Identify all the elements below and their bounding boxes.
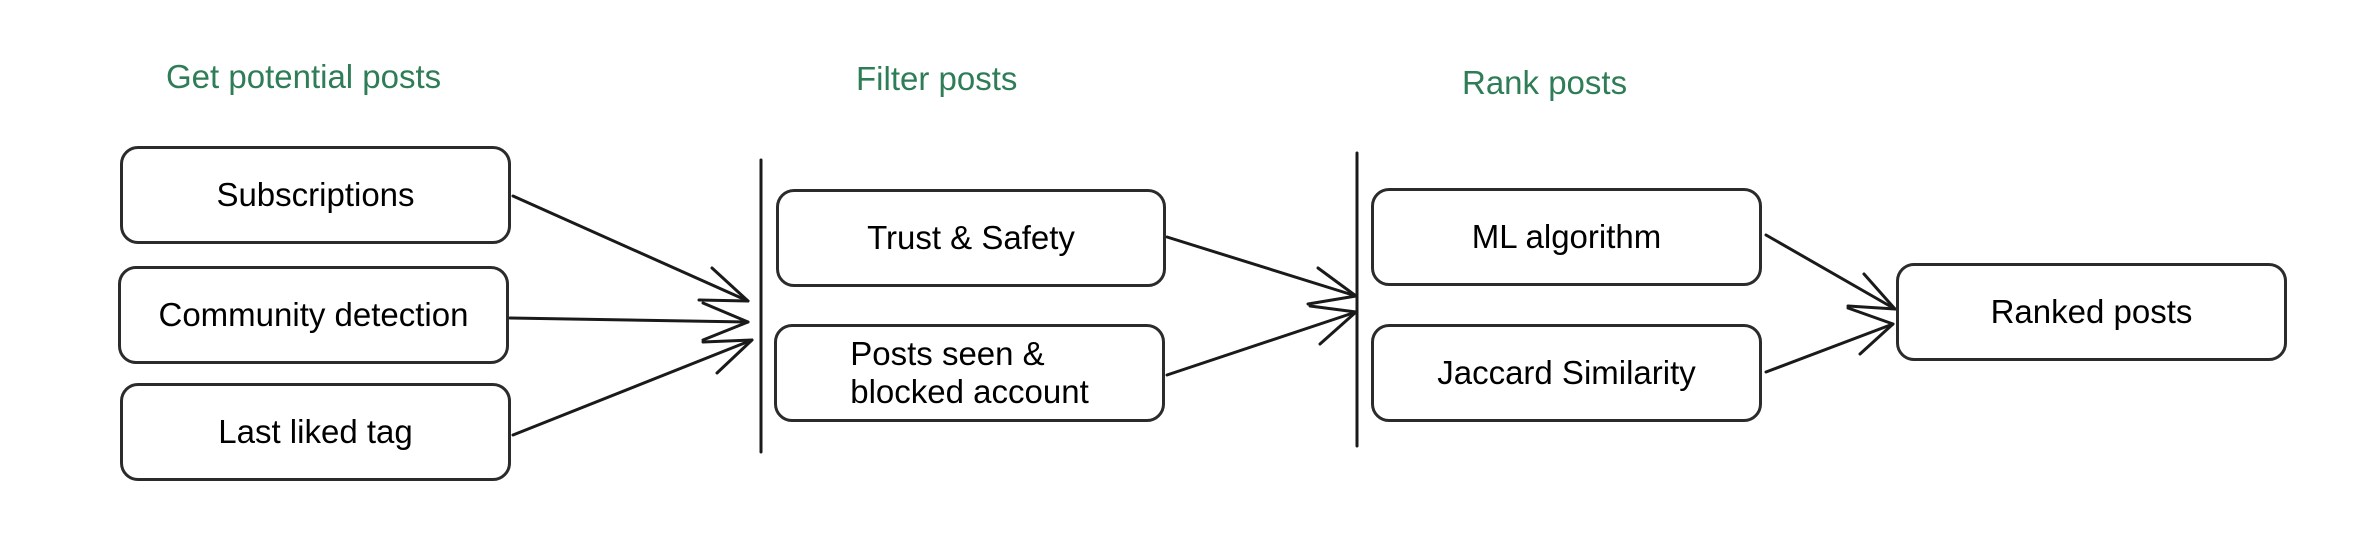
arrow-jaccard-similarity xyxy=(1764,322,1895,374)
jaccard-similarity-box: Jaccard Similarity xyxy=(1371,324,1762,422)
trust-safety-box: Trust & Safety xyxy=(776,189,1166,287)
posts-seen-blocked-label: Posts seen & blocked account xyxy=(850,335,1089,410)
community-detection-label: Community detection xyxy=(158,296,469,334)
arrowhead-trust-safety xyxy=(1306,266,1358,306)
arrowhead-subscriptions xyxy=(697,266,750,303)
arrowhead-last-liked-tag xyxy=(701,338,754,375)
arrowhead-ml-algorithm xyxy=(1846,272,1897,311)
arrowhead-community-detection xyxy=(701,301,750,342)
arrowhead-jaccard-similarity xyxy=(1846,306,1895,356)
arrow-last-liked-tag xyxy=(511,338,754,437)
stage-title-get-potential-posts: Get potential posts xyxy=(166,58,442,95)
arrow-trust-safety xyxy=(1165,235,1358,298)
jaccard-similarity-label: Jaccard Similarity xyxy=(1437,354,1696,392)
trust-safety-label: Trust & Safety xyxy=(867,219,1075,257)
last-liked-tag-box: Last liked tag xyxy=(120,383,511,481)
arrow-community-detection xyxy=(508,316,750,324)
ranked-posts-box: Ranked posts xyxy=(1896,263,2287,361)
arrow-ml-algorithm xyxy=(1764,233,1897,311)
stage-title-filter-posts: Filter posts xyxy=(856,60,1018,97)
posts-seen-blocked-box: Posts seen & blocked account xyxy=(774,324,1165,422)
arrow-posts-seen-blocked xyxy=(1165,310,1358,377)
community-detection-box: Community detection xyxy=(118,266,509,364)
arrow-subscriptions xyxy=(511,194,750,303)
subscriptions-box: Subscriptions xyxy=(120,146,511,244)
ranked-posts-label: Ranked posts xyxy=(1990,293,2193,331)
arrowhead-posts-seen-blocked xyxy=(1308,304,1358,346)
last-liked-tag-label: Last liked tag xyxy=(218,413,413,451)
subscriptions-label: Subscriptions xyxy=(216,176,415,214)
ml-algorithm-label: ML algorithm xyxy=(1471,218,1662,256)
ml-algorithm-box: ML algorithm xyxy=(1371,188,1762,286)
stage-title-rank-posts: Rank posts xyxy=(1462,64,1628,101)
